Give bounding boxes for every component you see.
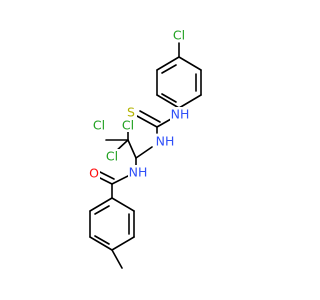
atom-label-cl-top: Cl	[173, 28, 185, 43]
atom-label-o: O	[89, 166, 99, 181]
bond	[94, 205, 110, 215]
chlorine-atom: Cl	[119, 118, 137, 133]
oxygen-atom: O	[88, 166, 100, 181]
bond	[111, 175, 129, 185]
sulfur-atom: S	[125, 105, 137, 120]
bond	[161, 93, 177, 103]
bond	[94, 235, 110, 245]
chlorine-atom: Cl	[103, 149, 121, 164]
bond	[111, 249, 123, 269]
atom-label-cl-a: Cl	[122, 118, 134, 133]
bond	[136, 115, 158, 128]
bond	[139, 110, 161, 123]
chlorine-atom: Cl	[170, 28, 188, 43]
bond	[156, 118, 172, 128]
bond	[178, 56, 202, 71]
chlorine-atom: Cl	[90, 118, 108, 133]
bond	[111, 197, 135, 212]
atom-label-cl-b: Cl	[93, 118, 105, 133]
nitrogen-atom: NH	[128, 165, 148, 180]
nitrogen-atom: NH	[170, 107, 190, 122]
bond	[89, 197, 113, 212]
bond	[178, 94, 202, 109]
bond	[161, 64, 177, 74]
atom-label-cl-c: Cl	[106, 149, 118, 164]
bond	[97, 170, 115, 180]
nitrogen-atom: NH	[155, 134, 175, 149]
molecule-structure: Cl S NH NH Cl Cl Cl O	[88, 28, 202, 269]
bond	[135, 146, 153, 159]
bond	[156, 94, 180, 109]
bond	[127, 139, 137, 159]
bond	[111, 236, 135, 251]
atom-label-nh-thio: NH	[171, 107, 190, 122]
atom-label-nh-mid: NH	[156, 134, 175, 149]
bond	[156, 56, 180, 71]
bond	[89, 236, 113, 251]
atom-label-nh-amide: NH	[129, 165, 148, 180]
atom-layer: Cl S NH NH Cl Cl Cl O	[88, 28, 190, 181]
atom-label-s: S	[127, 105, 135, 120]
